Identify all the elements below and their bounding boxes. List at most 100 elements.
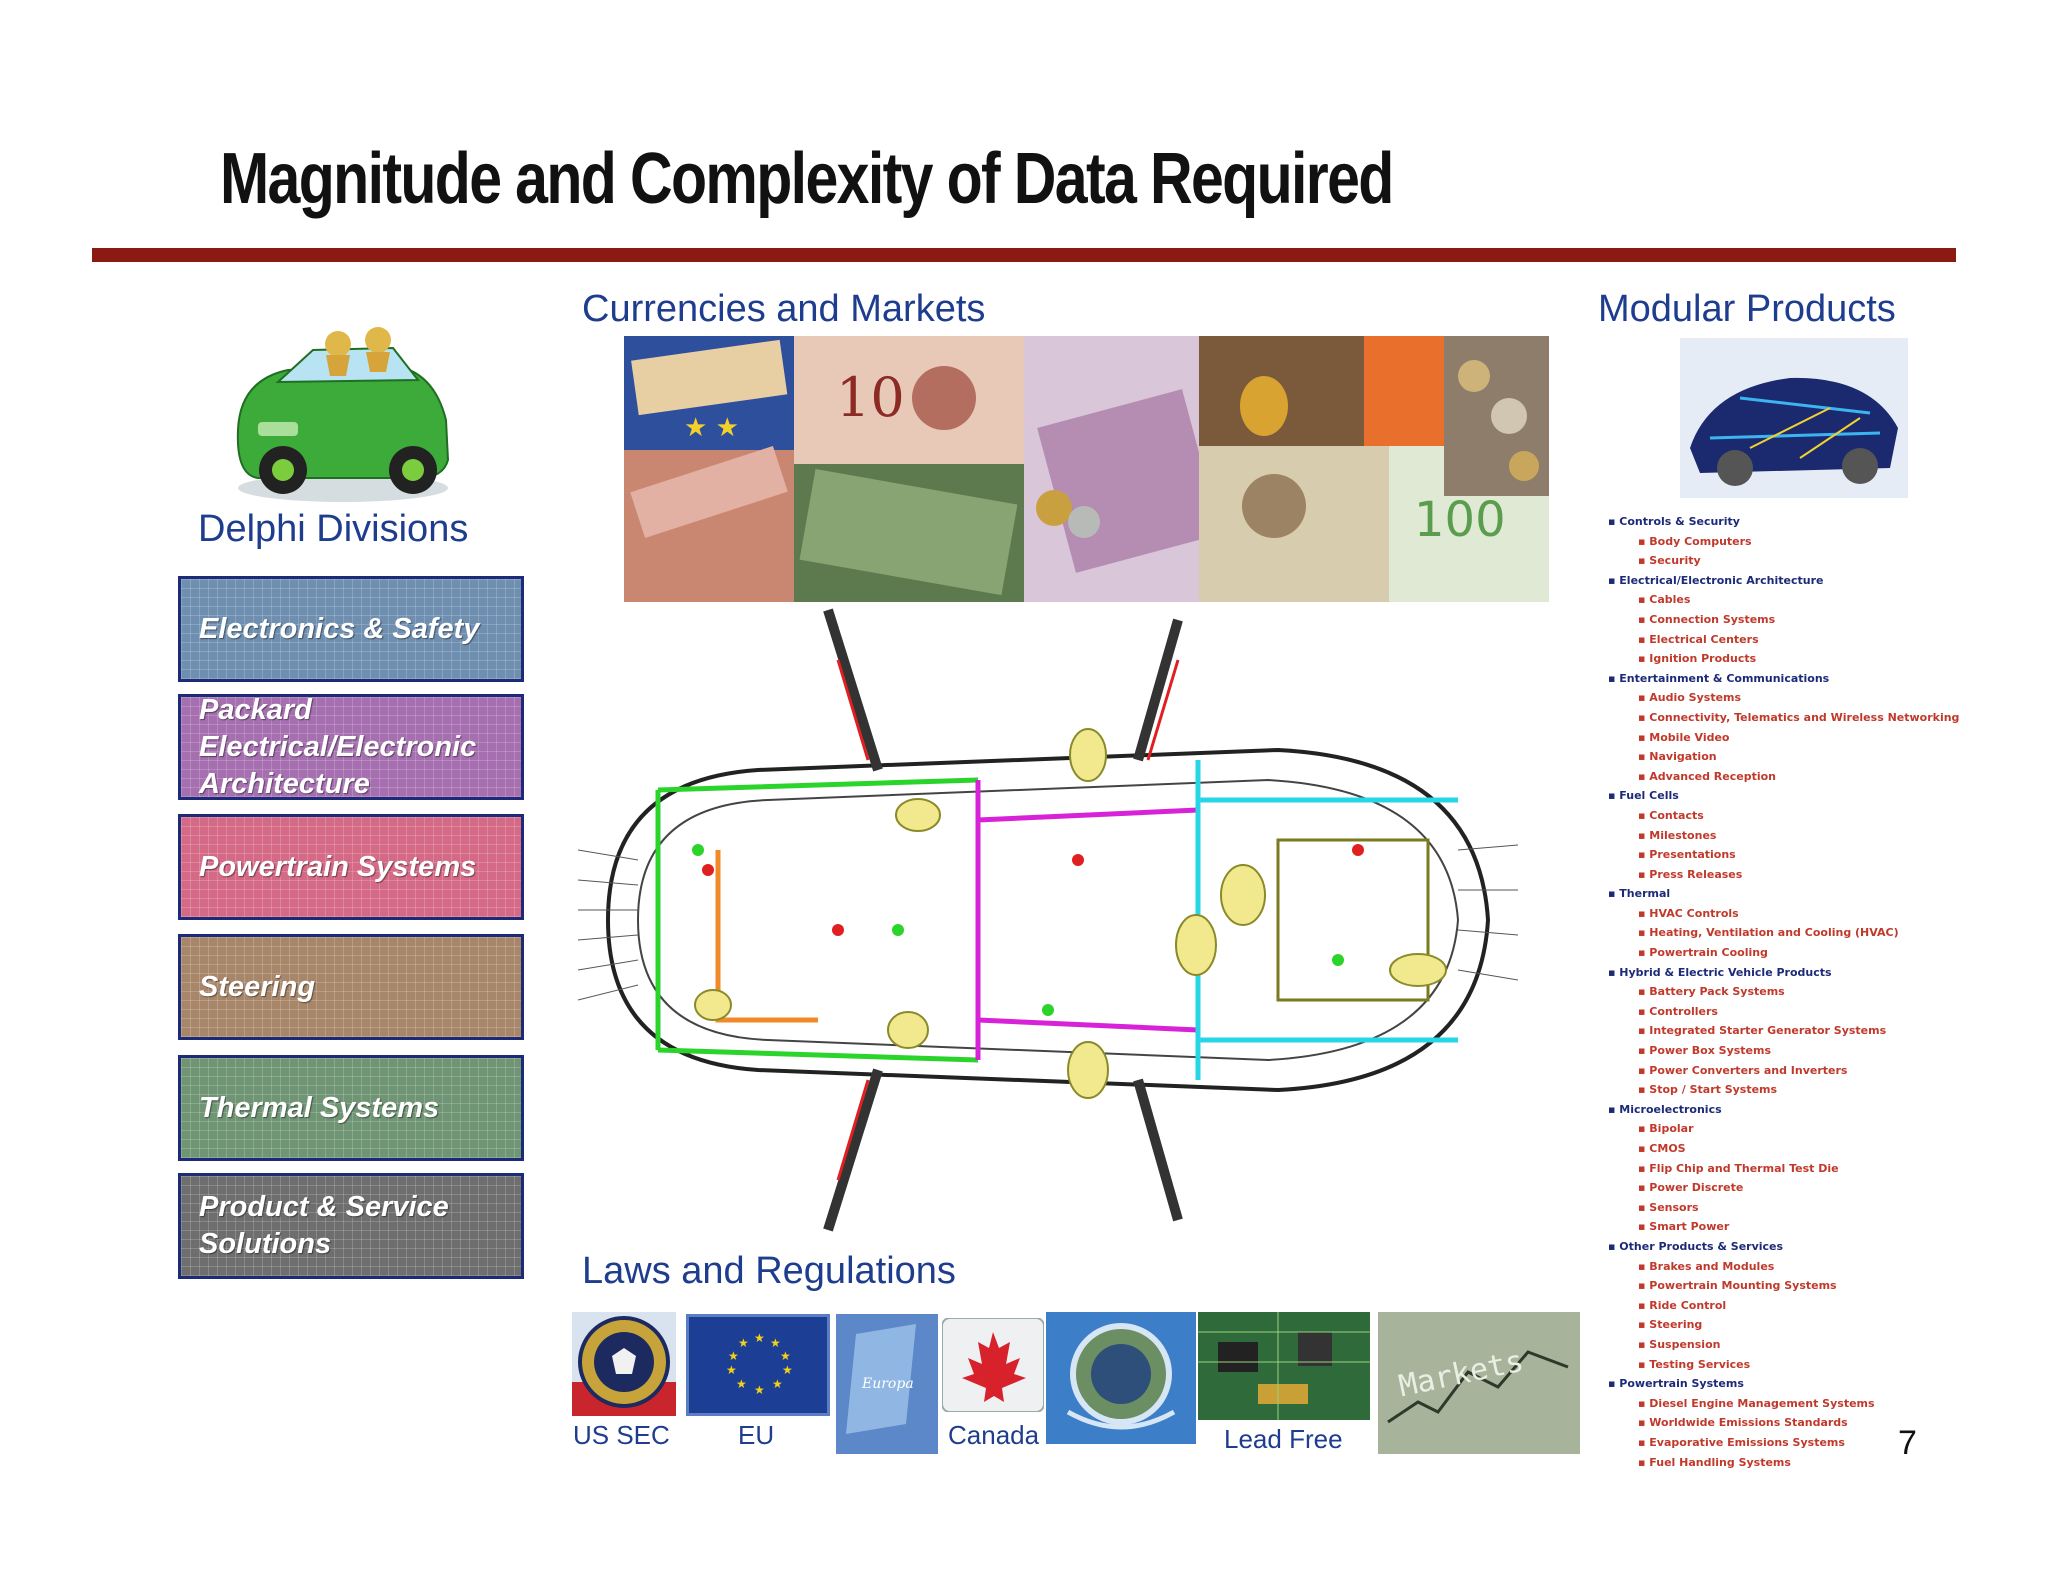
svg-text:★: ★ [738, 1336, 749, 1350]
product-item: Connection Systems [1604, 610, 1944, 630]
regulator-label-canada: Canada [948, 1420, 1040, 1450]
slide-title: Magnitude and Complexity of Data Require… [220, 139, 1394, 219]
page-number: 7 [1898, 1424, 1917, 1462]
product-item: Power Discrete [1604, 1178, 1944, 1198]
product-item: Press Releases [1604, 865, 1944, 885]
currencies-heading: Currencies and Markets [582, 288, 986, 330]
division-label-line: Packard [199, 693, 312, 726]
product-item: HVAC Controls [1604, 904, 1944, 924]
product-item: Sensors [1604, 1198, 1944, 1218]
green-car-icon [236, 327, 450, 502]
division-box: Electronics & Safety [178, 576, 524, 682]
division-box: Powertrain Systems [178, 814, 524, 920]
division-label-line: Powertrain Systems [199, 850, 477, 883]
product-category: Other Products & Services [1604, 1237, 1944, 1257]
europa-image: Europa [836, 1314, 938, 1454]
product-item: Evaporative Emissions Systems [1604, 1433, 1944, 1453]
svg-text:★: ★ [726, 1363, 737, 1377]
division-label-line: Product & Service [199, 1191, 449, 1223]
product-item: Bipolar [1604, 1119, 1944, 1139]
product-item: Steering [1604, 1315, 1944, 1335]
svg-text:★: ★ [772, 1377, 783, 1391]
product-category: Fuel Cells [1604, 786, 1944, 806]
product-item: Mobile Video [1604, 728, 1944, 748]
svg-text:★ ★: ★ ★ [684, 413, 739, 443]
markets-ticker-image: Markets [1378, 1312, 1580, 1454]
circuit-board-image [1198, 1312, 1370, 1420]
laws-heading: Laws and Regulations [582, 1250, 956, 1292]
product-item: Advanced Reception [1604, 767, 1944, 787]
svg-text:★: ★ [754, 1383, 765, 1397]
wiring-diagram-icon [577, 608, 1519, 1232]
circuit-board-icon [1198, 1312, 1370, 1420]
title-divider [92, 248, 1956, 262]
canada-flag-image [941, 1317, 1045, 1413]
svg-text:100: 100 [1414, 492, 1506, 548]
modular-products-list: Controls & SecurityBody ComputersSecurit… [1604, 512, 1959, 1473]
product-item: Power Converters and Inverters [1604, 1061, 1944, 1081]
svg-text:10: 10 [836, 366, 905, 429]
eu-flag-icon: ★★★★ ★★★★ ★★ [683, 1311, 833, 1419]
svg-text:Europa: Europa [861, 1376, 914, 1392]
product-item: Battery Pack Systems [1604, 982, 1944, 1002]
product-item: Fuel Handling Systems [1604, 1453, 1944, 1473]
product-item: Controllers [1604, 1002, 1944, 1022]
product-item: Security [1604, 551, 1944, 571]
eu-flag-image: ★★★★ ★★★★ ★★ [683, 1311, 833, 1419]
modular-car-image [1680, 338, 1908, 498]
product-item: Milestones [1604, 826, 1944, 846]
un-emblem-icon [1046, 1312, 1196, 1444]
product-category: Electrical/Electronic Architecture [1604, 571, 1944, 591]
svg-text:★: ★ [770, 1336, 781, 1350]
product-item: Smart Power [1604, 1217, 1944, 1237]
product-category: Thermal [1604, 884, 1944, 904]
product-item: Powertrain Cooling [1604, 943, 1944, 963]
product-category: Powertrain Systems [1604, 1374, 1944, 1394]
product-item: Brakes and Modules [1604, 1257, 1944, 1277]
banknotes-collage-icon: ★ ★ 10 100 [624, 336, 1549, 602]
product-item: Connectivity, Telematics and Wireless Ne… [1604, 708, 1959, 728]
product-item: Heating, Ventilation and Cooling (HVAC) [1604, 923, 1944, 943]
product-category: Hybrid & Electric Vehicle Products [1604, 963, 1944, 983]
product-item: CMOS [1604, 1139, 1944, 1159]
modular-products-heading: Modular Products [1598, 288, 1896, 330]
delphi-divisions-heading: Delphi Divisions [198, 508, 469, 550]
product-item: Ride Control [1604, 1296, 1944, 1316]
currency-collage-image: ★ ★ 10 100 [624, 336, 1549, 602]
product-item: Testing Services [1604, 1355, 1944, 1375]
product-item: Navigation [1604, 747, 1944, 767]
sec-seal-image [572, 1312, 676, 1416]
un-emblem-image [1046, 1312, 1196, 1444]
division-label-line: Electrical/Electronic [199, 730, 477, 763]
product-item: Suspension [1604, 1335, 1944, 1355]
svg-text:★: ★ [780, 1349, 791, 1363]
product-category: Controls & Security [1604, 512, 1944, 532]
product-item: Electrical Centers [1604, 630, 1944, 650]
product-item: Worldwide Emissions Standards [1604, 1413, 1944, 1433]
green-car-image [218, 310, 468, 510]
division-label-line: Thermal Systems [199, 1091, 440, 1124]
product-item: Contacts [1604, 806, 1944, 826]
europa-icon: Europa [836, 1314, 938, 1454]
product-item: Cables [1604, 590, 1944, 610]
svg-text:★: ★ [782, 1363, 793, 1377]
regulator-label-lead-free: Lead Free [1224, 1424, 1343, 1454]
product-item: Integrated Starter Generator Systems [1604, 1021, 1944, 1041]
product-item: Body Computers [1604, 532, 1944, 552]
division-box: Steering [178, 934, 524, 1040]
svg-text:★: ★ [754, 1331, 765, 1345]
product-item: Ignition Products [1604, 649, 1944, 669]
product-item: Power Box Systems [1604, 1041, 1944, 1061]
division-label-line: Electronics & Safety [199, 612, 480, 645]
product-item: Diesel Engine Management Systems [1604, 1394, 1944, 1414]
vehicle-wiring-schematic [577, 600, 1519, 1240]
division-box: Thermal Systems [178, 1055, 524, 1161]
regulator-label-eu: EU [738, 1420, 775, 1450]
product-item: Stop / Start Systems [1604, 1080, 1944, 1100]
division-label-line: Solutions [199, 1228, 332, 1260]
division-label-line: Architecture [199, 767, 370, 800]
svg-text:★: ★ [728, 1349, 739, 1363]
maple-leaf-icon [941, 1317, 1045, 1413]
